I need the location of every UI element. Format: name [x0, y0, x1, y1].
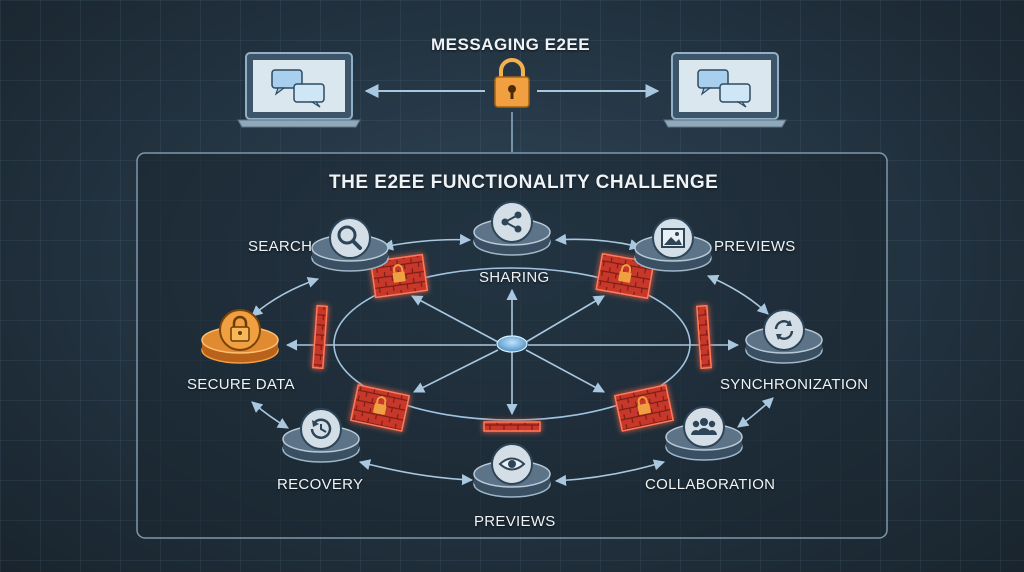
share-icon — [491, 201, 533, 243]
label-search: SEARCH — [248, 238, 313, 255]
firewall-bottom-left — [349, 384, 411, 432]
eye-icon — [491, 443, 533, 485]
inner-ring — [333, 267, 691, 421]
firewall-bottom-right — [613, 384, 675, 432]
magnifier-icon — [329, 217, 371, 259]
node-secure-data — [201, 309, 279, 364]
panel-title: THE E2EE FUNCTIONALITY CHALLENGE — [329, 172, 719, 193]
padlock-icon — [219, 309, 261, 351]
node-collaboration — [665, 406, 743, 461]
firewall-right — [696, 304, 712, 370]
label-previews-bottom: PREVIEWS — [474, 513, 556, 530]
outer-arrows — [251, 233, 774, 487]
laptop-right — [663, 52, 787, 128]
sync-icon — [763, 309, 805, 351]
users-icon — [683, 406, 725, 448]
history-icon — [300, 408, 342, 450]
label-recovery: RECOVERY — [277, 476, 364, 493]
node-previews-top — [634, 217, 712, 272]
firewall-left — [312, 304, 328, 370]
node-sharing — [473, 201, 551, 256]
label-previews-top: PREVIEWS — [714, 238, 796, 255]
label-sharing: SHARING — [479, 269, 550, 286]
chat-bubbles-icon — [271, 69, 325, 108]
top-padlock-icon — [494, 58, 530, 108]
node-search — [311, 217, 389, 272]
label-secure-data: SECURE DATA — [187, 376, 295, 393]
firewall-top-left — [369, 253, 429, 299]
node-recovery — [282, 408, 360, 463]
label-collaboration: COLLABORATION — [645, 476, 776, 493]
node-previews-bottom — [473, 443, 551, 498]
node-synchronization — [745, 309, 823, 364]
firewall-bottom — [483, 421, 541, 432]
label-synchronization: SYNCHRONIZATION — [720, 376, 869, 393]
chat-bubbles-icon — [697, 69, 751, 108]
laptop-left — [237, 52, 361, 128]
central-hub — [496, 335, 528, 353]
image-icon — [652, 217, 694, 259]
page-title: MESSAGING E2EE — [431, 35, 591, 54]
